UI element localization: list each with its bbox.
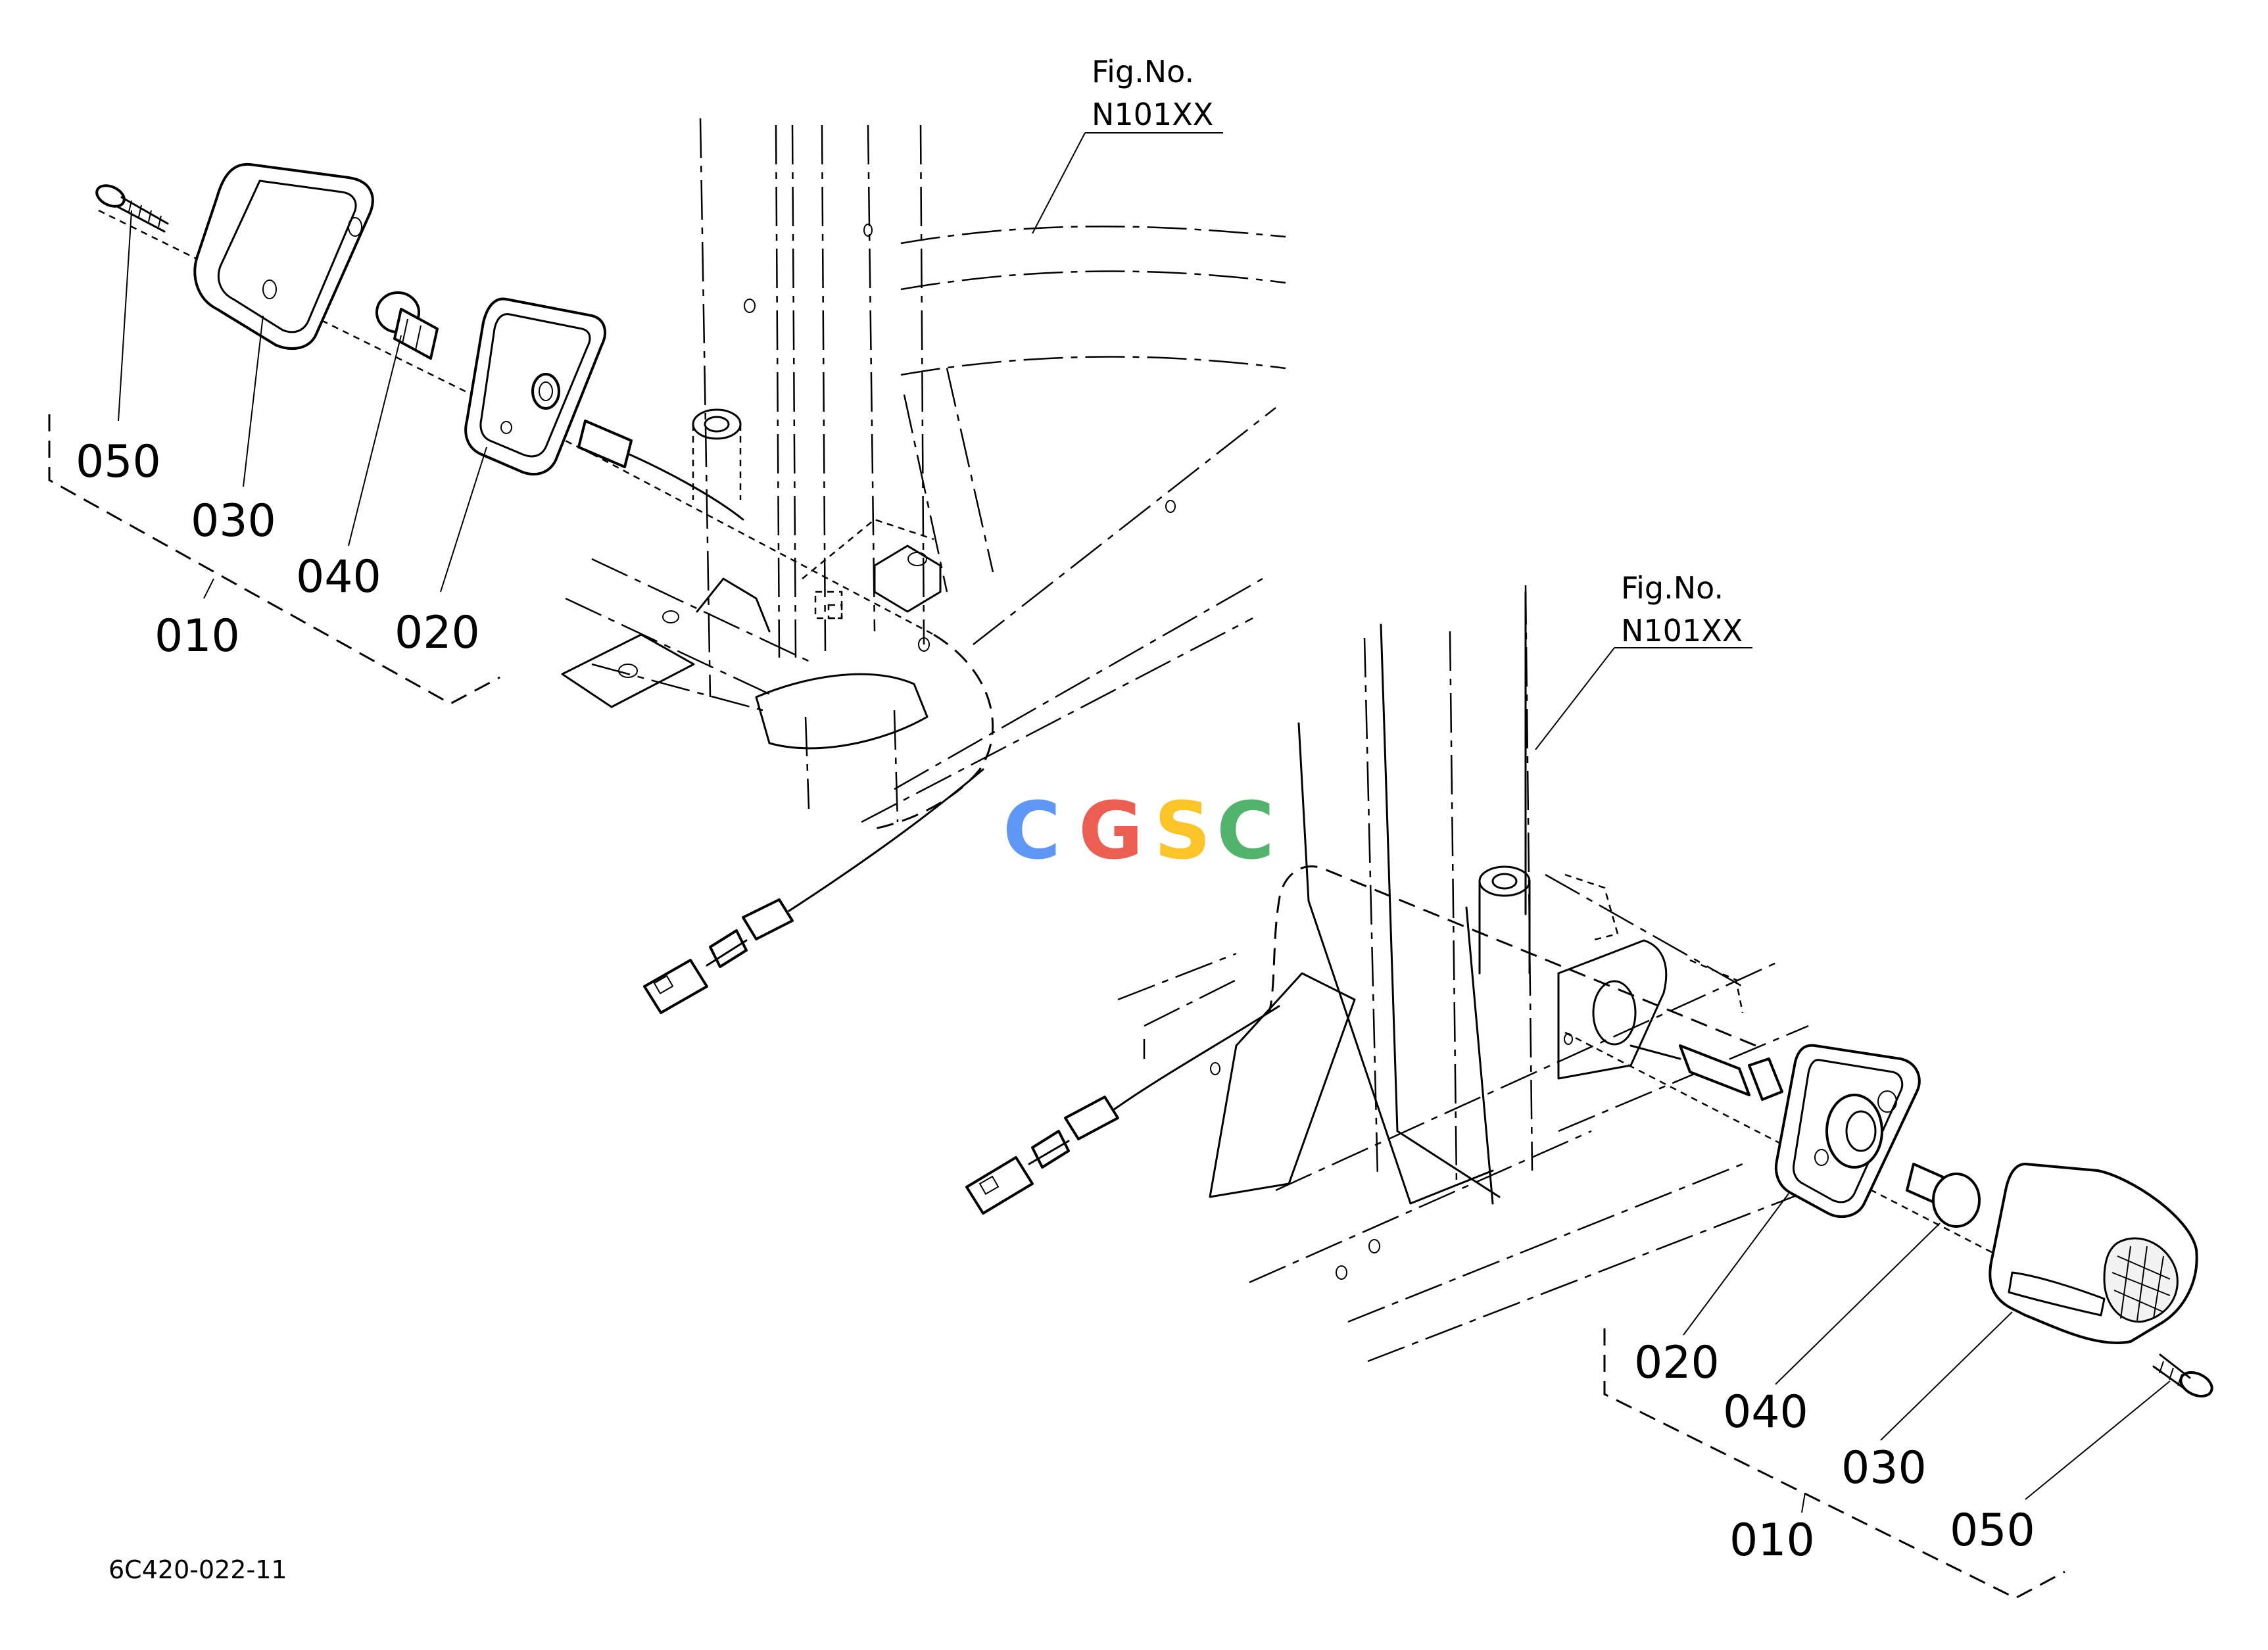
chassis-frame-right [1117, 585, 1862, 1363]
leader-030-left [243, 315, 264, 487]
figure-ref-upper-line1: Fig.No. [1092, 54, 1194, 89]
leader-040-right [1775, 1223, 1941, 1385]
watermark-logo: C G S C [1003, 786, 1274, 877]
drawing-code: 6C420-022-11 [109, 1555, 287, 1584]
label-020-right: 020 [1634, 1337, 1720, 1389]
right-lamp-assembly [965, 1005, 2213, 1599]
leader-030-right [1880, 1311, 2013, 1441]
connector-right [965, 1005, 1280, 1215]
leader-040-left [348, 335, 402, 546]
watermark-letter-c2: C [1217, 786, 1274, 877]
leader-050-right [2025, 1380, 2171, 1500]
figure-ref-upper-line2: N101XX [1092, 97, 1213, 132]
label-020-left: 020 [395, 607, 480, 659]
left-lamp-assembly [48, 162, 984, 1014]
label-010-left: 010 [155, 610, 240, 662]
left-labels: 050 030 040 020 010 [76, 436, 480, 662]
figure-ref-upper: Fig.No. N101XX [1032, 54, 1223, 234]
chassis-frame-left [561, 118, 1286, 830]
lamp-body-020-left [464, 297, 744, 521]
label-030-left: 030 [191, 495, 276, 547]
lens-cover-030-left [193, 162, 374, 350]
label-040-right: 040 [1723, 1386, 1808, 1438]
group-bracket-010-left [48, 414, 500, 705]
screw-050-right [2152, 1353, 2213, 1397]
bulb-040-right [1906, 1163, 1981, 1228]
group-bracket-010-right [1603, 1328, 2065, 1599]
lamp-body-020-right [1629, 1044, 1921, 1218]
leader-020-left [440, 447, 487, 593]
label-050-left: 050 [76, 436, 161, 488]
figure-ref-lower: Fig.No. N101XX [1535, 570, 1752, 750]
label-010-right: 010 [1729, 1515, 1815, 1566]
connector-left [643, 768, 984, 1014]
right-labels: 020 040 030 050 010 [1634, 1337, 2035, 1566]
watermark-letter-c1: C [1003, 786, 1061, 877]
leader-050-left [118, 210, 132, 422]
watermark-letter-g: G [1078, 786, 1144, 877]
label-040-left: 040 [296, 551, 381, 603]
leader-020-right [1683, 1193, 1789, 1336]
label-050-right: 050 [1950, 1505, 2035, 1557]
bulb-040-left [375, 291, 439, 360]
figure-ref-lower-line1: Fig.No. [1621, 570, 1724, 606]
figure-ref-lower-line2: N101XX [1621, 613, 1743, 648]
lens-cover-030-right [1989, 1163, 2198, 1344]
watermark-letter-s: S [1154, 786, 1211, 877]
screw-050-left [95, 184, 169, 233]
label-030-right: 030 [1841, 1442, 1927, 1494]
